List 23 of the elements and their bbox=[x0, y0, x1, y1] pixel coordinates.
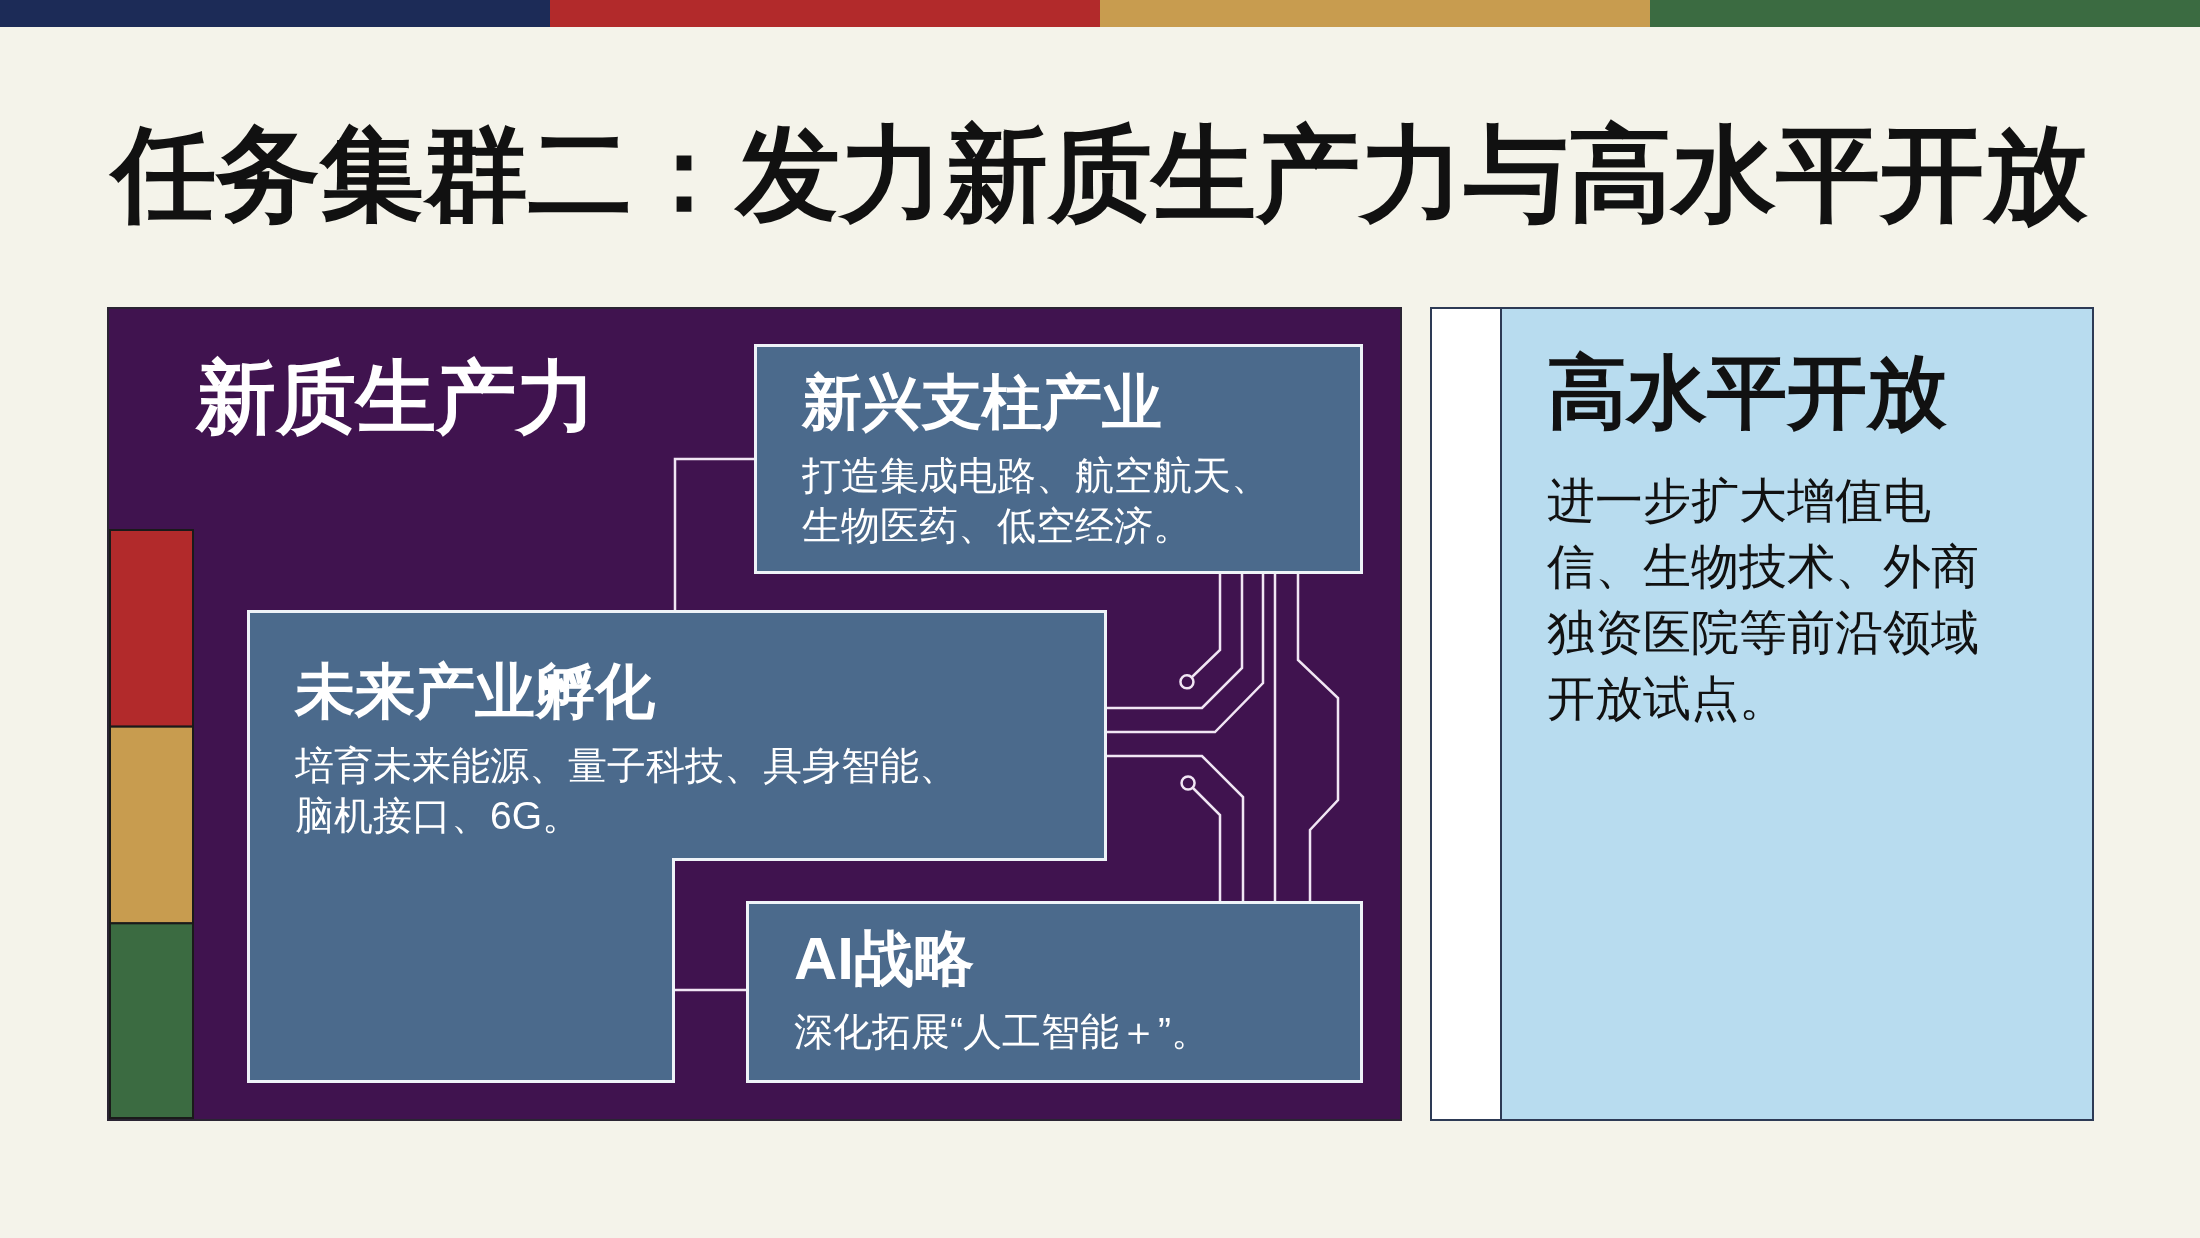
card-text: 培育未来能源、量子科技、具身智能、脑机接口、6G。 bbox=[295, 743, 959, 839]
panel-text: 进一步扩大增值电信、生物技术、外商独资医院等前沿领域开放试点。 bbox=[1547, 473, 1980, 727]
circuit-trace bbox=[1180, 775, 1222, 901]
panel-heading: 高水平开放 bbox=[1547, 347, 1947, 439]
circuit-trace bbox=[1107, 754, 1245, 901]
page-title: 任务集群二：发力新质生产力与高水平开放 bbox=[0, 112, 2200, 237]
circuit-board-panel bbox=[107, 307, 1402, 1121]
card-text: 深化拓展“人工智能＋”。 bbox=[794, 1009, 1210, 1055]
circuit-trace bbox=[1107, 574, 1265, 734]
card-text: 打造集成电路、航空航天、生物医药、低空经济。 bbox=[802, 453, 1271, 549]
connector-line bbox=[675, 988, 746, 992]
topic-card bbox=[746, 901, 1363, 1083]
circuit-trace bbox=[1273, 574, 1277, 901]
topic-card bbox=[754, 344, 1363, 574]
card-heading: 新兴支柱产业 bbox=[802, 368, 1162, 438]
circuit-trace bbox=[1296, 574, 1340, 901]
card-heading: AI战略 bbox=[794, 924, 974, 994]
card-heading: 未来产业孵化 bbox=[295, 657, 655, 727]
connector-line bbox=[673, 457, 754, 610]
info-panel bbox=[1430, 307, 2094, 1121]
circuit-trace bbox=[1107, 574, 1244, 710]
panel-heading: 新质生产力 bbox=[196, 352, 596, 444]
circuit-trace bbox=[1179, 574, 1222, 690]
